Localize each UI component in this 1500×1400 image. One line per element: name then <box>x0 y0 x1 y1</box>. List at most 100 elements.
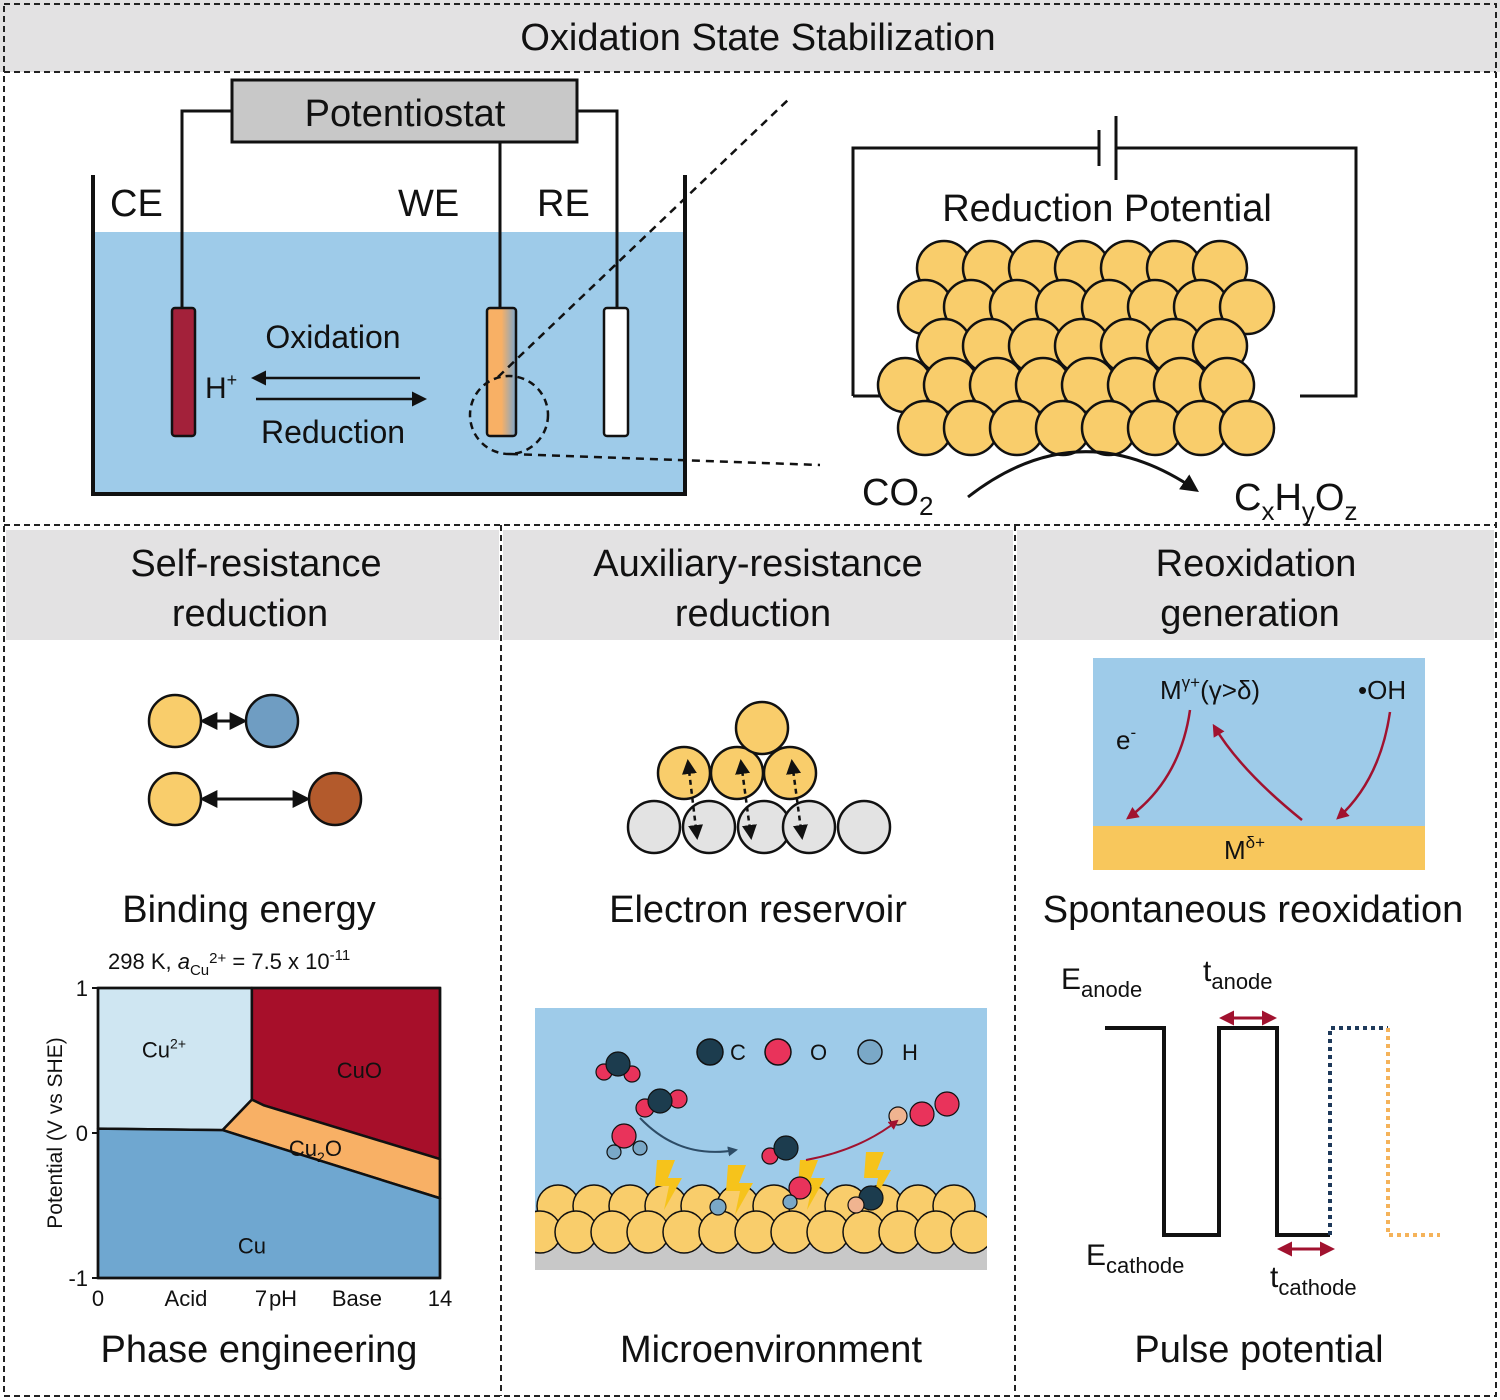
support-atom <box>626 799 682 855</box>
catalyst-slab <box>876 239 1276 457</box>
navy-dotted-waveform <box>1328 1026 1388 1235</box>
m-gamma-label: Mγ+(γ>δ) <box>1160 673 1260 705</box>
support-atom <box>681 799 737 855</box>
potentiostat-box <box>230 78 579 144</box>
zoom-circle <box>468 374 550 456</box>
reox-header-band <box>1017 530 1494 640</box>
lightning-icon <box>655 1160 682 1210</box>
pourbaix-condition: 298 K, aCu2+ = 7.5 x 10-11 <box>108 947 350 979</box>
x-tick-label: 7 <box>255 1286 267 1311</box>
self-header-line2: reduction <box>172 593 328 635</box>
lightning-icon <box>726 1165 753 1215</box>
electron-transfer-arrow <box>681 759 704 840</box>
support-atom <box>836 799 892 855</box>
self-header-line1: Self-resistance <box>130 543 381 585</box>
y-axis-label: Potential (V vs SHE) <box>44 1037 67 1228</box>
x-tick-label: 14 <box>428 1286 452 1311</box>
adsorbed-species <box>847 1196 865 1214</box>
proton-label: H+ <box>205 370 237 405</box>
m-delta-label: Mδ+ <box>1224 833 1265 865</box>
oxidation-label: Oxidation <box>265 319 400 355</box>
t-cathode-label: tcathode <box>1270 1261 1357 1300</box>
metal-atom <box>762 745 818 801</box>
co-intermediate <box>761 1135 799 1165</box>
hydroxyl-radical-label: •OH <box>1358 675 1406 705</box>
catalyst-atom <box>1218 399 1276 457</box>
y-tick-label: 1 <box>76 976 88 1001</box>
catalyst-atom <box>1218 278 1276 336</box>
ce-wire <box>180 109 232 310</box>
reduction-red-arrow <box>1125 709 1192 820</box>
t-anode-label: tanode <box>1203 955 1273 994</box>
co2-conversion-arrow <box>967 450 1199 499</box>
cooh-intermediate <box>606 1123 648 1160</box>
reox-header-line1: Reoxidation <box>1156 543 1357 585</box>
e-anode-label: Eanode <box>1061 963 1142 1002</box>
desorption-arrow <box>805 1119 899 1161</box>
circuit-right <box>1116 146 1358 398</box>
re-label: RE <box>537 183 590 225</box>
region-cu2plus <box>96 986 254 1132</box>
metal-atom <box>656 745 712 801</box>
ce-label: CE <box>110 183 163 225</box>
reox-header-line2: generation <box>1160 593 1340 635</box>
legend-carbon-label: C <box>730 1040 746 1065</box>
main-title: Oxidation State Stabilization <box>520 17 995 59</box>
zoom-line-lower <box>509 452 821 467</box>
reduction-potential-label: Reduction Potential <box>942 188 1272 230</box>
legend-hydrogen-dot <box>857 1039 883 1065</box>
co2-molecule <box>635 1088 688 1118</box>
aux-header-band <box>503 530 1013 640</box>
electron-reservoir-illustration <box>626 700 892 855</box>
aux-header-line2: reduction <box>675 593 831 635</box>
we-label: WE <box>398 183 459 225</box>
spontaneous-reoxidation-illustration: Mγ+(γ>δ) •OH e- Mδ+ <box>1093 658 1425 870</box>
zoomed-electrode: Reduction Potential CO2 CxHyOz <box>851 116 1358 526</box>
potentiostat-label: Potentiostat <box>305 93 506 135</box>
circuit-left <box>851 146 1099 396</box>
electron-transfer-arrow <box>735 759 757 840</box>
lightning-icon <box>798 1160 825 1210</box>
zoom-line-upper <box>497 97 791 378</box>
x-tick-label: Base <box>332 1286 382 1311</box>
electron-reservoir-caption: Electron reservoir <box>609 889 907 931</box>
blue-atom <box>244 693 300 749</box>
brown-atom <box>307 771 363 827</box>
y-tick-label: 0 <box>76 1121 88 1146</box>
microenvironment-caption: Microenvironment <box>620 1329 922 1371</box>
e-cathode-label: Ecathode <box>1086 1239 1184 1278</box>
adsorbed-oxygen <box>788 1176 812 1200</box>
phase-engineering-caption: Phase engineering <box>101 1329 418 1371</box>
legend-carbon-dot <box>696 1038 724 1066</box>
metal-atom <box>709 745 765 801</box>
y-tick-label: -1 <box>68 1266 88 1291</box>
electrochemical-cell: Potentiostat CE WE RE Oxidation Reductio… <box>91 78 821 496</box>
reox-electrolyte <box>1093 658 1425 826</box>
orange-dotted-waveform <box>1386 1028 1440 1237</box>
bed-atom <box>950 1210 987 1254</box>
hydroxyl-attack-arrow <box>1336 711 1392 820</box>
adsorption-arrow <box>639 1117 738 1157</box>
microenvironment-illustration: C O H <box>535 1008 987 1270</box>
legend-hydrogen-label: H <box>902 1040 918 1065</box>
product-label: CxHyOz <box>1234 477 1357 526</box>
binding-energy-caption: Binding energy <box>122 889 376 931</box>
electron-transfer-arrow <box>786 759 808 840</box>
lightning-icon <box>864 1152 891 1202</box>
gold-atom-1 <box>147 693 203 749</box>
outer-frame <box>3 3 1497 1397</box>
spontaneous-reoxidation-caption: Spontaneous reoxidation <box>1043 889 1463 931</box>
top-header-band <box>0 0 1500 72</box>
region-label: Cu <box>238 1233 266 1258</box>
micro-catalyst-bed <box>535 1184 987 1254</box>
x-tick-label: Acid <box>165 1286 208 1311</box>
pulse-potential-caption: Pulse potential <box>1134 1329 1383 1371</box>
x-axis-label: pH <box>269 1286 297 1311</box>
adsorbed-hydrogen <box>782 1194 798 1210</box>
legend-oxygen-label: O <box>810 1040 827 1065</box>
reoxidation-red-arrow <box>1212 723 1303 821</box>
region-label: Cu2O <box>289 1136 342 1165</box>
binding-energy-illustration <box>147 693 363 827</box>
region-label: Cu2+ <box>142 1036 186 1063</box>
